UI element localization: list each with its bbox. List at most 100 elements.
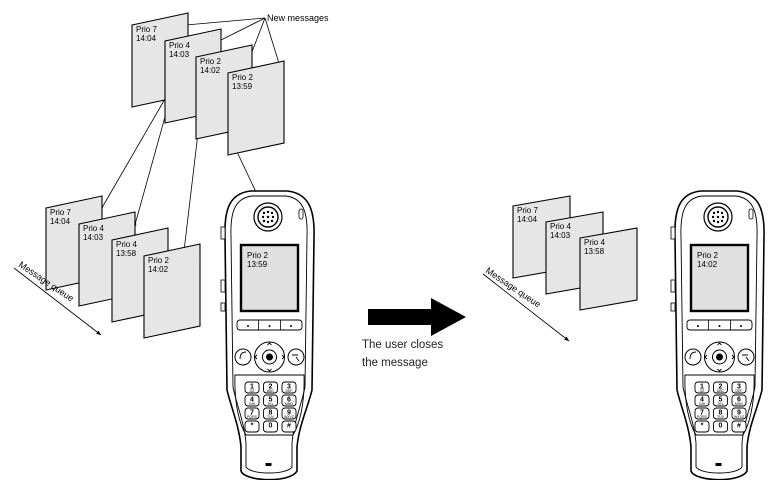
key-number: 5	[719, 397, 723, 404]
new-messages-label: New messages	[267, 13, 329, 23]
right-phone-screen-time: 14:02	[697, 260, 718, 269]
key-letters: TUV	[717, 415, 725, 419]
new-message-card-4-prio: Prio 2	[232, 73, 253, 82]
new-message-card-2-prio: Prio 4	[169, 41, 190, 50]
left-phone-mic	[265, 463, 272, 466]
key-number: *	[701, 423, 704, 430]
left-queue-card-4-prio: Prio 2	[148, 256, 169, 265]
right-phone-key-1: 1QZ	[694, 381, 710, 394]
key-letters: PQRS	[247, 415, 258, 419]
link-prio2-1402	[181, 115, 201, 269]
right-queue-card-3-time: 13:58	[584, 247, 605, 256]
new-message-card-1-prio: Prio 7	[136, 25, 157, 34]
key-letters: MNO	[735, 402, 743, 406]
new-message-card-4-time: 13:59	[232, 82, 253, 91]
key-letters: GHI	[249, 402, 255, 406]
key-number: 2	[269, 384, 273, 391]
right-queue-card-2-time: 14:03	[550, 231, 571, 240]
right-queue-card-1-time: 14:04	[517, 215, 538, 224]
left-phone-key-12: #	[281, 420, 297, 433]
left-queue-card-4-shape	[143, 243, 201, 339]
key-number: #	[287, 423, 291, 430]
left-queue-card-3-time: 13:58	[116, 249, 137, 258]
key-number: 1	[700, 384, 704, 391]
key-number: 2	[719, 384, 723, 391]
left-queue-card-4: Prio 214:02	[143, 243, 201, 339]
key-number: 6	[737, 397, 741, 404]
link-prio7	[102, 91, 170, 207]
key-number: 1	[250, 384, 254, 391]
right-phone-screen-prio: Prio 2	[697, 251, 718, 260]
key-number: 5	[269, 397, 273, 404]
right-phone-key-11: 0	[713, 420, 728, 433]
key-number: 7	[250, 410, 254, 417]
left-queue-card-3-prio: Prio 4	[116, 240, 137, 249]
key-letters: WXYZ	[284, 415, 295, 419]
left-phone-key-1: 1QZ	[244, 381, 260, 394]
key-number: 8	[719, 410, 723, 417]
right-queue-card-3: Prio 413:58	[579, 227, 638, 311]
key-number: *	[251, 423, 254, 430]
key-number: 4	[700, 397, 704, 404]
new-messages-pointer-2	[218, 17, 266, 42]
key-number: 7	[700, 410, 704, 417]
key-letters: JKL	[717, 402, 723, 406]
key-letters: QZ	[700, 389, 706, 393]
step-caption-line-2: the message	[362, 357, 428, 369]
key-letters: PQRS	[697, 415, 708, 419]
key-number: 3	[737, 384, 741, 391]
left-queue-arrow-head	[96, 330, 101, 335]
right-phone-key-12: #	[731, 420, 747, 433]
key-number: #	[737, 423, 741, 430]
new-messages-pointer-1	[185, 17, 266, 26]
left-queue-card-2-prio: Prio 4	[83, 224, 104, 233]
key-letters: ABC	[267, 389, 275, 393]
right-queue-card-3-shape	[579, 227, 638, 311]
key-letters: WXYZ	[734, 415, 745, 419]
key-number: 0	[719, 423, 723, 430]
phones: Prio 213:591QZ2ABC3DEF4GHI5JKL6MNO7PQRS8…	[219, 189, 766, 480]
right-queue-arrow-head	[564, 336, 569, 341]
key-letters: TUV	[267, 415, 275, 419]
right-phone-key-10: *	[694, 420, 710, 433]
left-phone: Prio 213:591QZ2ABC3DEF4GHI5JKL6MNO7PQRS8…	[219, 189, 316, 480]
left-queue-arrow	[13, 267, 102, 336]
right-phone-body	[669, 189, 766, 480]
key-letters: DEF	[736, 389, 743, 393]
new-message-card-1-time: 14:04	[136, 34, 157, 43]
transition-arrow	[368, 298, 466, 336]
right-queue-arrow	[482, 273, 570, 342]
left-phone-screen-time: 13:59	[247, 260, 268, 269]
left-phone-screen-prio: Prio 2	[247, 251, 268, 260]
left-queue-card-1-time: 14:04	[50, 217, 71, 226]
new-message-card-4: Prio 213:59	[227, 60, 285, 156]
left-queue-card-1-prio: Prio 7	[50, 208, 71, 217]
new-message-card-3-time: 14:02	[200, 66, 221, 75]
left-phone-body	[219, 189, 316, 480]
key-letters: QZ	[250, 389, 256, 393]
key-number: 0	[269, 423, 273, 430]
key-letters: JKL	[267, 402, 273, 406]
right-queue-card-2-prio: Prio 4	[550, 222, 571, 231]
key-letters: GHI	[699, 402, 705, 406]
left-queue-card-4-time: 14:02	[148, 265, 169, 274]
new-message-card-2-time: 14:03	[169, 50, 190, 59]
key-letters: ABC	[717, 389, 725, 393]
right-phone: Prio 214:021QZ2ABC3DEF4GHI5JKL6MNO7PQRS8…	[669, 189, 766, 480]
step-caption-line-1: The user closes	[362, 339, 443, 351]
new-message-card-3-prio: Prio 2	[200, 57, 221, 66]
